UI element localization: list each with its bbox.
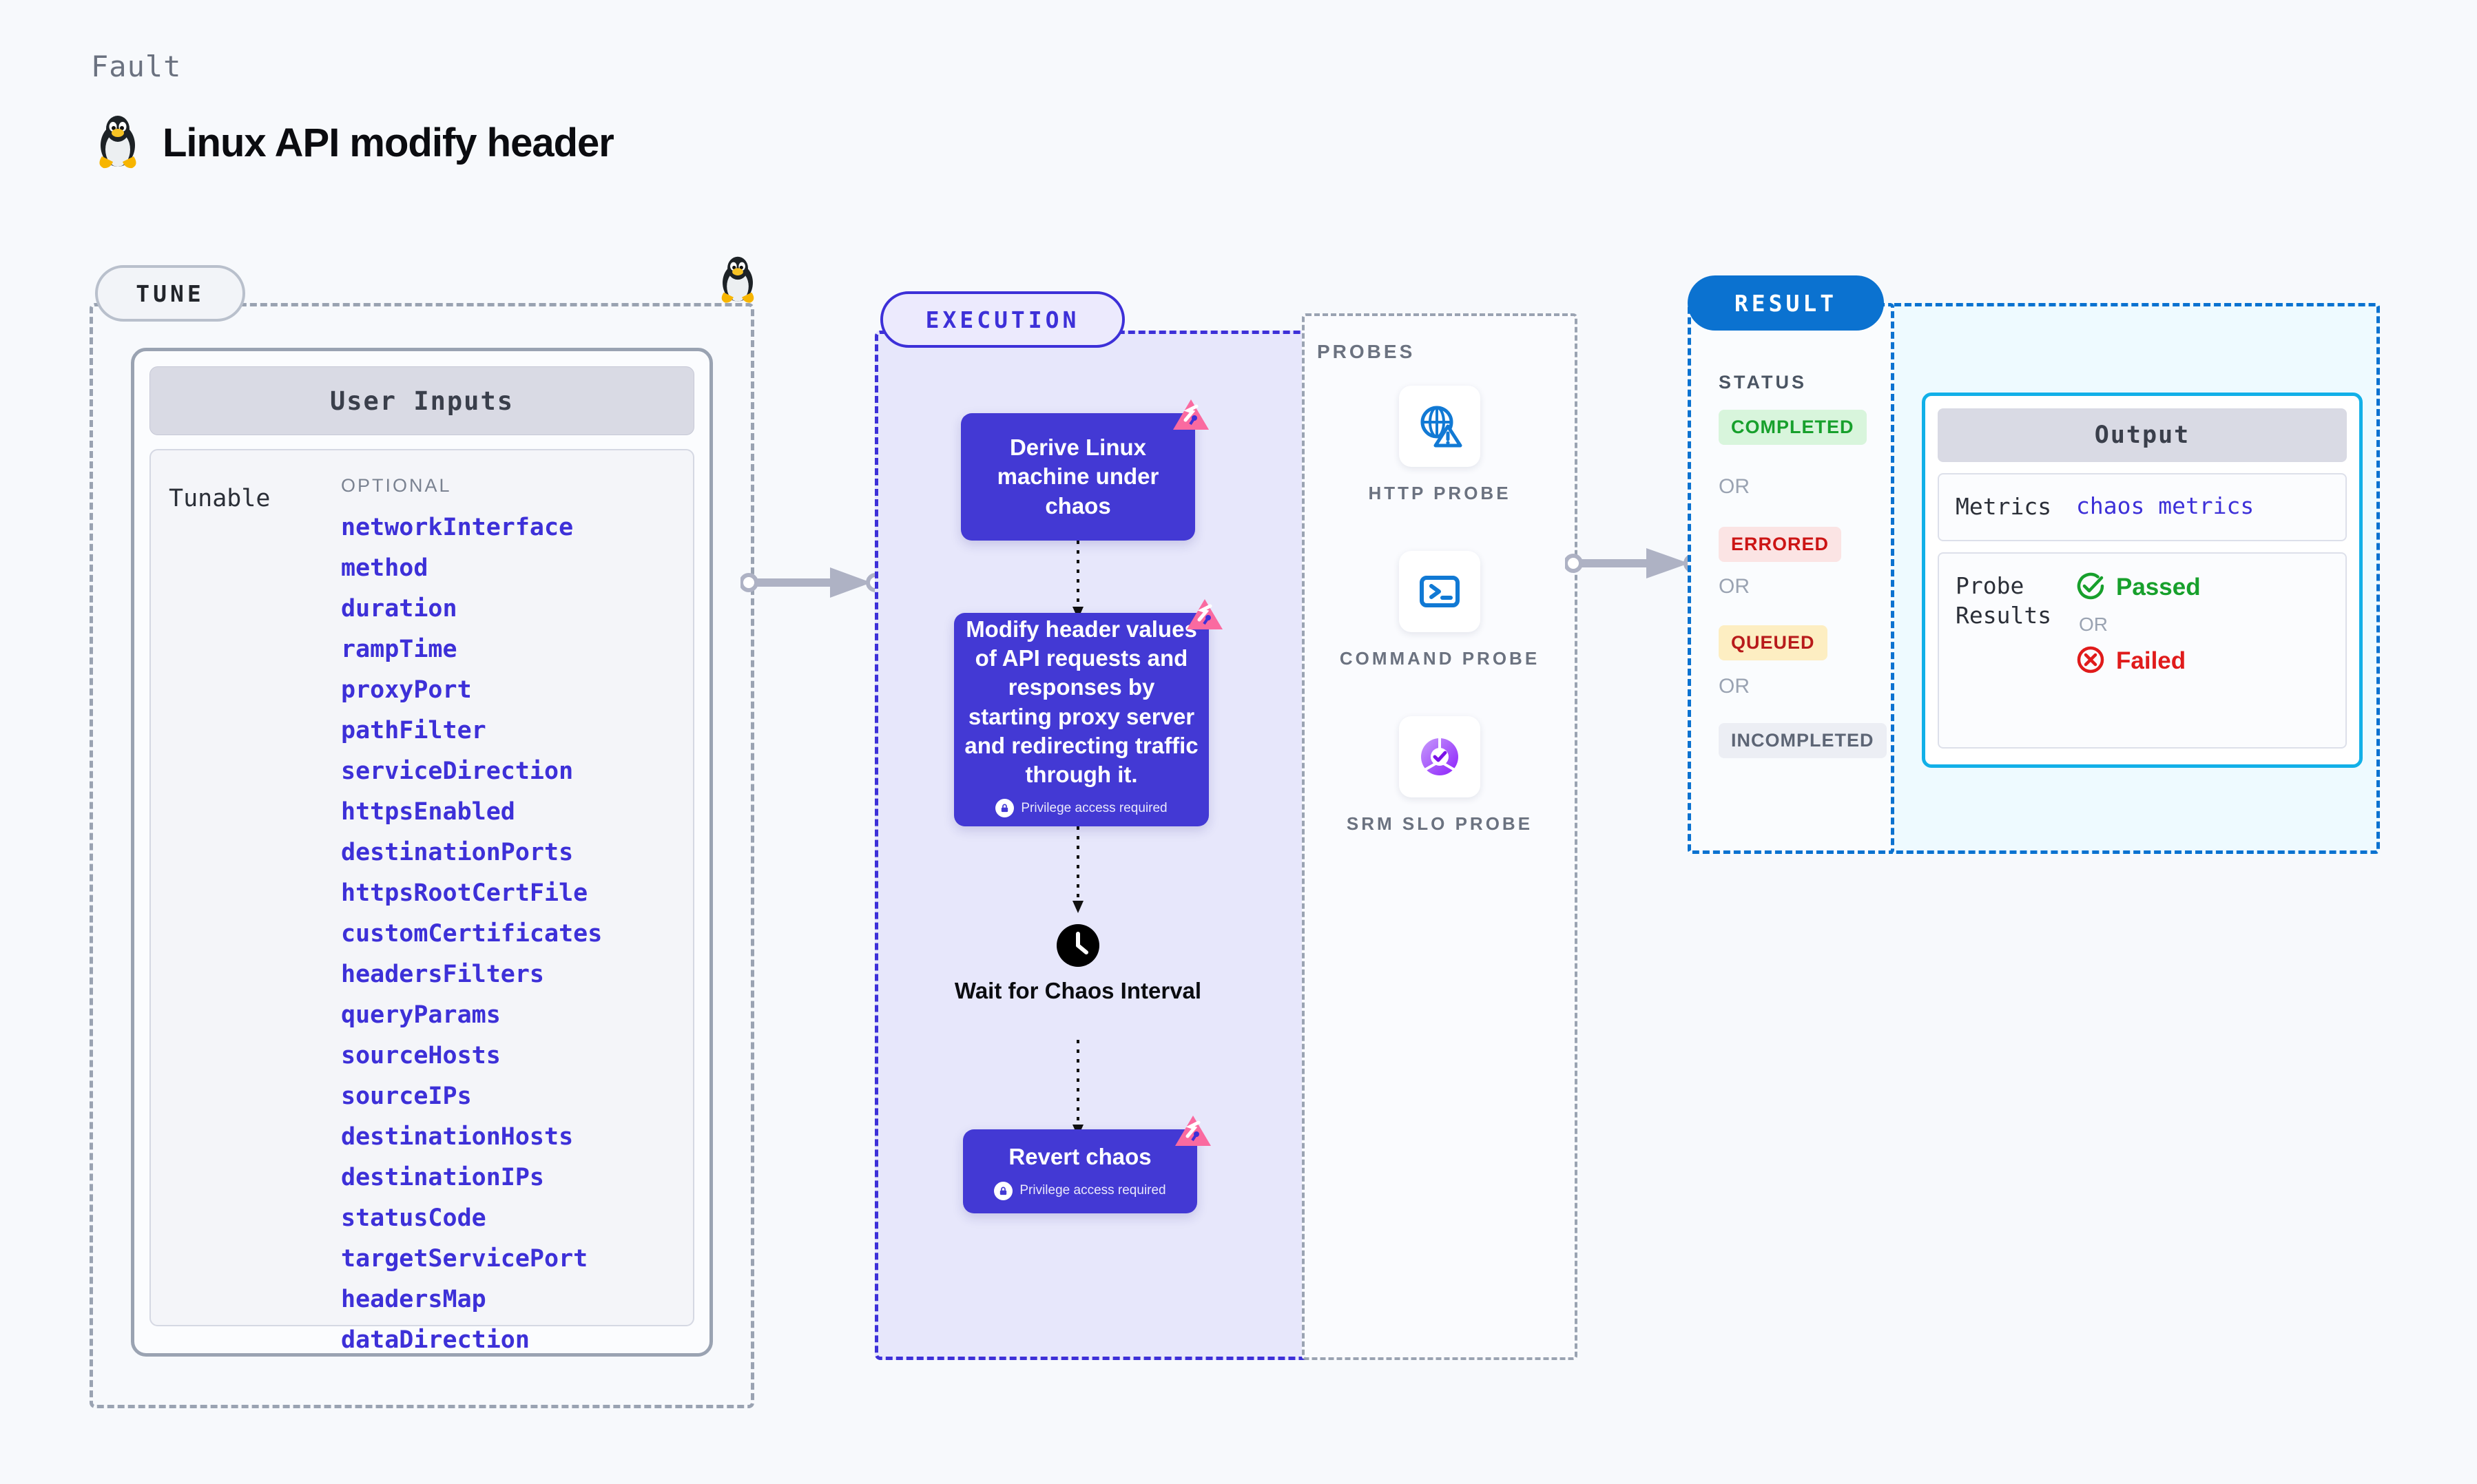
- privilege-note: Privilege access required: [994, 1181, 1166, 1200]
- output-row-metrics: Metrics chaos metrics: [1938, 473, 2347, 541]
- page-title: Linux API modify header: [163, 120, 614, 165]
- output-header: Output: [1938, 408, 2347, 462]
- tunable-item[interactable]: httpsRootCertFile: [341, 879, 588, 907]
- linux-penguin-marker-icon: [718, 255, 758, 309]
- globe-warning-icon: [1399, 386, 1480, 467]
- failed-label: Failed: [2116, 647, 2186, 675]
- passed-label: Passed: [2116, 574, 2201, 601]
- result-lane-label: RESULT: [1688, 275, 1884, 331]
- tune-lane-label: TUNE: [95, 265, 245, 322]
- probe-command[interactable]: COMMAND PROBE: [1302, 551, 1577, 672]
- tunable-item[interactable]: serviceDirection: [341, 757, 574, 785]
- tunable-item[interactable]: destinationIPs: [341, 1164, 545, 1191]
- execution-node-derive-machine[interactable]: Derive Linux machine under chaos: [961, 399, 1209, 541]
- page-title-row: Linux API modify header: [95, 114, 614, 171]
- tunable-item[interactable]: queryParams: [341, 1001, 501, 1029]
- tunable-item[interactable]: targetServicePort: [341, 1245, 588, 1273]
- terminal-icon: [1399, 551, 1480, 632]
- status-badge-queued: QUEUED: [1719, 625, 1827, 660]
- connector-node2-to-wait: [1070, 826, 1086, 919]
- privilege-note: Privilege access required: [995, 799, 1168, 818]
- tunable-item[interactable]: destinationPorts: [341, 839, 574, 866]
- tunable-item[interactable]: statusCode: [341, 1204, 486, 1232]
- metrics-key: Metrics: [1956, 493, 2052, 520]
- status-badge-incompleted: INCOMPLETED: [1719, 723, 1887, 758]
- execution-node-wait-interval[interactable]: Wait for Chaos Interval: [954, 923, 1202, 1005]
- node-text: Derive Linux machine under chaos: [997, 435, 1159, 519]
- connector-tune-to-execution: [739, 563, 885, 605]
- tunable-item[interactable]: method: [341, 554, 428, 582]
- tunable-item[interactable]: proxyPort: [341, 676, 472, 704]
- tunable-item[interactable]: dataDirection: [341, 1326, 530, 1354]
- lock-icon: [994, 1181, 1013, 1200]
- status-badge-completed: COMPLETED: [1719, 410, 1867, 445]
- user-inputs-header: User Inputs: [149, 366, 694, 435]
- probes-lane: [1302, 313, 1577, 1360]
- tunable-item[interactable]: rampTime: [341, 636, 457, 663]
- probe-result-failed: Failed: [2076, 645, 2201, 678]
- tunable-item[interactable]: duration: [341, 595, 457, 623]
- probe-srm-slo[interactable]: SRM SLO PROBE: [1302, 716, 1577, 837]
- tunable-item[interactable]: networkInterface: [341, 514, 574, 541]
- result-lane: [1688, 303, 1894, 854]
- tunable-item[interactable]: headersMap: [341, 1286, 486, 1313]
- page-kicker: Fault: [91, 50, 182, 83]
- probe-results-values: Passed OR Failed: [2076, 572, 2201, 729]
- tunable-item[interactable]: headersFilters: [341, 961, 545, 988]
- connector-execution-to-result: [1564, 544, 1703, 586]
- status-or-3: OR: [1719, 675, 1750, 698]
- status-badge-errored: ERRORED: [1719, 527, 1842, 562]
- wait-node-text: Wait for Chaos Interval: [954, 978, 1202, 1003]
- tunable-panel: Tunable OPTIONAL networkInterface method…: [149, 449, 694, 1352]
- probes-title: PROBES: [1317, 341, 1416, 362]
- output-row-probe-results: Probe Results Passed OR: [1938, 552, 2347, 749]
- clock-icon: [1055, 923, 1101, 968]
- linux-penguin-icon: [95, 114, 141, 171]
- check-circle-icon: [2076, 572, 2105, 604]
- metrics-value[interactable]: chaos metrics: [2076, 492, 2255, 519]
- x-circle-icon: [2076, 645, 2105, 678]
- lock-icon: [995, 799, 1015, 818]
- privilege-text: Privilege access required: [1021, 800, 1168, 815]
- privilege-text: Privilege access required: [1019, 1183, 1166, 1198]
- tunable-item[interactable]: sourceIPs: [341, 1083, 472, 1110]
- tunable-item[interactable]: httpsEnabled: [341, 798, 515, 826]
- tunable-key-label: Tunable: [169, 485, 271, 512]
- probe-result-or: OR: [2079, 613, 2108, 635]
- execution-node-modify-header[interactable]: Modify header values of API requests and…: [954, 599, 1223, 826]
- execution-node-revert-chaos[interactable]: Revert chaos Privilege access required: [963, 1116, 1211, 1213]
- tunable-item[interactable]: destinationHosts: [341, 1123, 574, 1151]
- node-text: Modify header values of API requests and…: [964, 616, 1199, 787]
- probe-http[interactable]: HTTP PROBE: [1302, 386, 1577, 507]
- probe-label: COMMAND PROBE: [1339, 648, 1540, 669]
- node-text: Revert chaos: [1008, 1144, 1152, 1170]
- probe-label: HTTP PROBE: [1368, 483, 1511, 503]
- optional-label: OPTIONAL: [341, 475, 452, 496]
- status-or-2: OR: [1719, 575, 1750, 598]
- status-title: STATUS: [1719, 372, 1807, 393]
- tune-lane: [90, 303, 754, 1408]
- execution-lane-label: EXECUTION: [880, 291, 1125, 348]
- tunable-list: OPTIONAL networkInterface method duratio…: [341, 475, 675, 1352]
- tunable-item[interactable]: sourceHosts: [341, 1042, 501, 1069]
- chaos-corner-badge-icon: [1185, 598, 1224, 637]
- user-inputs-card: User Inputs Tunable OPTIONAL networkInte…: [131, 348, 713, 1357]
- slo-donut-check-icon: [1399, 716, 1480, 797]
- chaos-corner-badge-icon: [1174, 1114, 1212, 1153]
- tunable-item[interactable]: pathFilter: [341, 717, 486, 744]
- probe-result-passed: Passed: [2076, 572, 2201, 604]
- status-or-1: OR: [1719, 475, 1750, 498]
- connector-wait-to-revert: [1070, 1040, 1086, 1143]
- probe-label: SRM SLO PROBE: [1346, 813, 1533, 834]
- probe-results-key: Probe Results: [1956, 572, 2052, 629]
- chaos-corner-badge-icon: [1172, 398, 1210, 437]
- tunable-item[interactable]: customCertificates: [341, 920, 603, 948]
- output-card: Output Metrics chaos metrics Probe Resul…: [1922, 393, 2363, 768]
